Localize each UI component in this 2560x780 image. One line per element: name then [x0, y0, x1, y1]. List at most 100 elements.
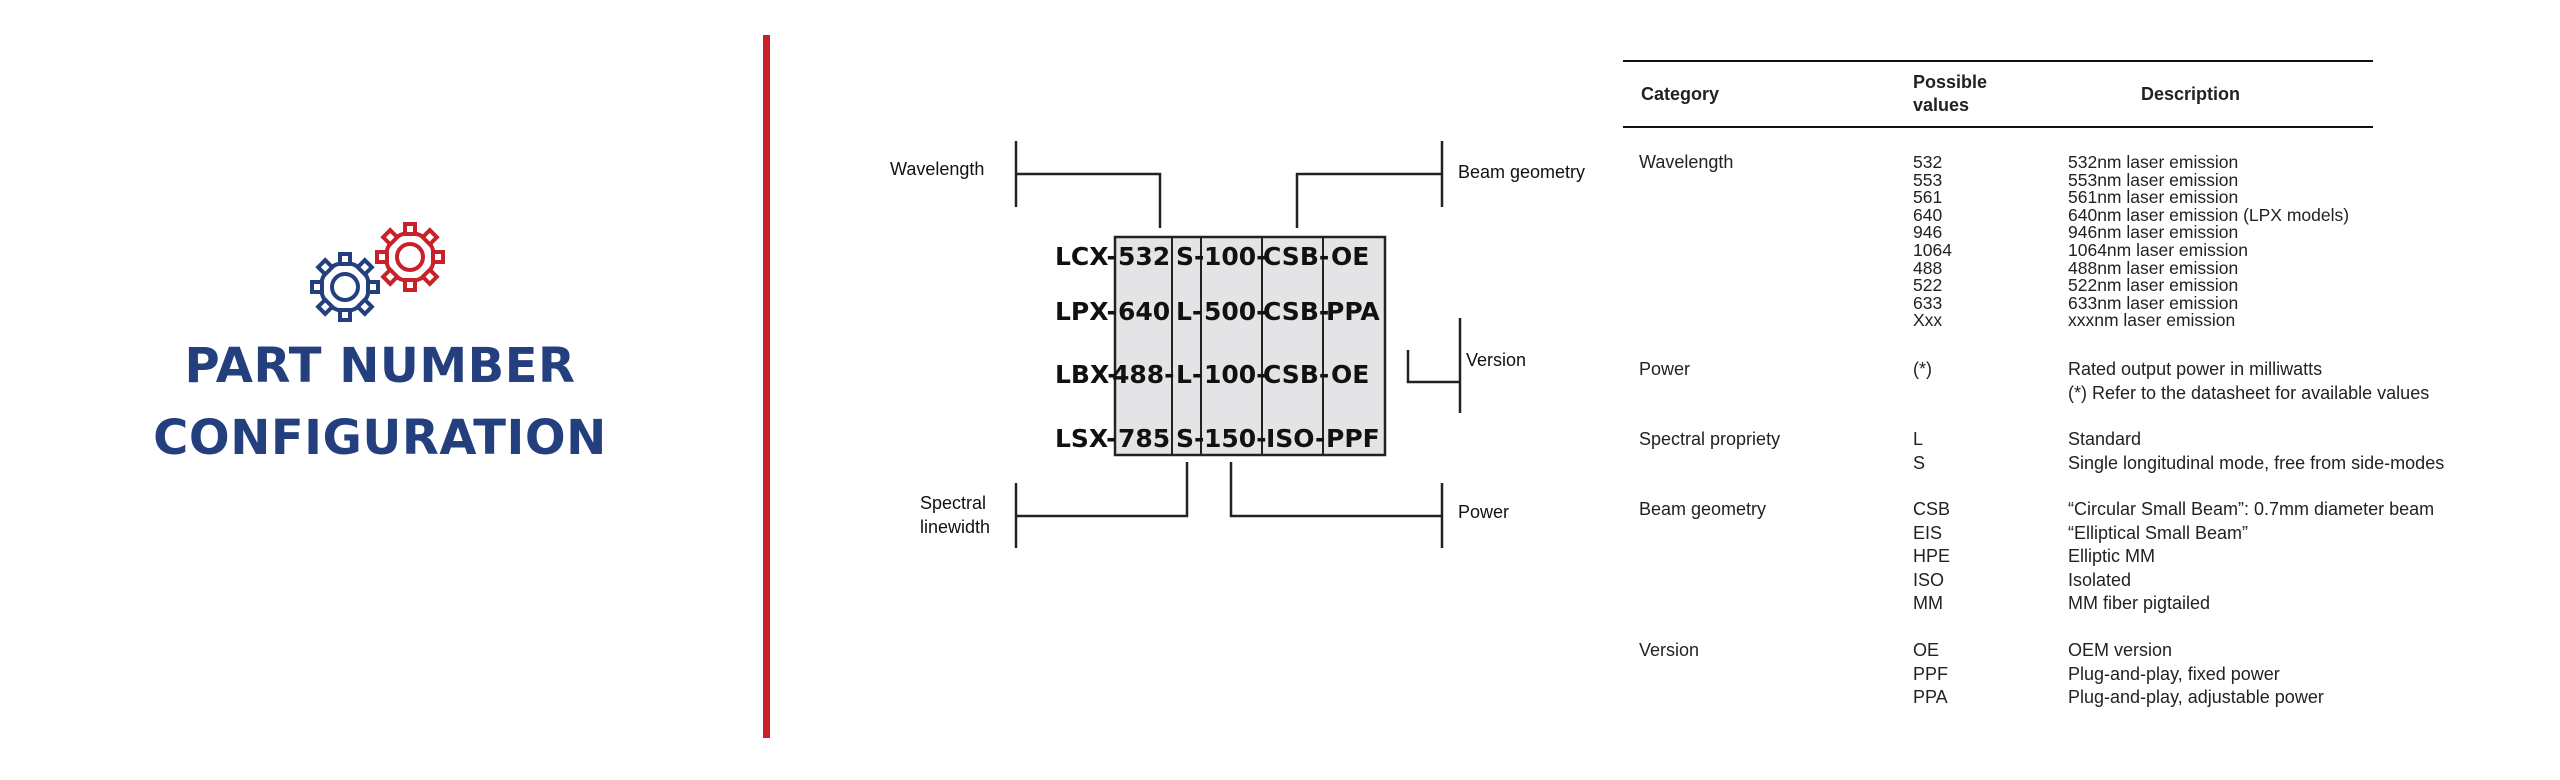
group-descriptions: Rated output power in milliwatts (*) Ref…	[2068, 357, 2429, 405]
description-cell: 640nm laser emission (LPX models)	[2068, 204, 2350, 225]
group-values: L S	[1913, 427, 1925, 475]
value-cell: (*)	[1913, 359, 1932, 379]
group-descriptions: “Circular Small Beam”: 0.7mm diameter be…	[2068, 498, 2434, 616]
description-cell: 946nm laser emission	[2068, 222, 2239, 243]
description-cell: 488nm laser emission	[2068, 257, 2239, 278]
value-cell: Xxx	[1913, 310, 1943, 331]
header-category: Category	[1641, 84, 1720, 104]
value-cell: 946	[1913, 222, 1943, 243]
description-cell: Isolated	[2068, 569, 2132, 590]
group-category: Wavelength	[1639, 152, 1734, 172]
code-beam: CSB-	[1263, 360, 1329, 389]
code-beam: CSB-	[1263, 297, 1329, 326]
description-cell: MM fiber pigtailed	[2068, 593, 2211, 613]
group-descriptions: 532nm laser emission 553nm laser emissio…	[2068, 152, 2350, 331]
header-possible-line2: values	[1913, 95, 1970, 115]
label-power: Power	[1458, 502, 1509, 522]
description-cell: Standard	[2068, 429, 2142, 449]
group-category: Beam geometry	[1639, 499, 1767, 519]
code-row-4: LSX- 785 S- 150- ISO- PPF	[1055, 424, 1380, 453]
group-descriptions: Standard Single longitudinal mode, free …	[2068, 427, 2444, 475]
code-version: OE	[1331, 242, 1369, 271]
description-cell: Rated output power in milliwatts	[2068, 359, 2323, 379]
value-cell: 561	[1913, 187, 1943, 208]
code-beam: CSB-	[1263, 242, 1329, 271]
code-power: 100-	[1204, 242, 1267, 271]
title-line-2: CONFIGURATION	[153, 410, 607, 466]
value-cell: 633	[1913, 292, 1943, 313]
code-row-1: LCX- 532 S- 100- CSB- OE	[1055, 242, 1369, 271]
header-possible-line1: Possible	[1913, 72, 1988, 92]
description-cell: 532nm laser emission	[2068, 152, 2239, 172]
value-cell: EIS	[1913, 522, 1943, 543]
description-cell: “Elliptical Small Beam”	[2068, 522, 2249, 543]
code-row-3: LBX- 488- L- 100- CSB- OE	[1055, 360, 1369, 389]
value-cell: 532	[1913, 152, 1943, 172]
code-version: OE	[1331, 360, 1369, 389]
code-prefix: LCX-	[1055, 242, 1117, 271]
value-cell: OE	[1913, 640, 1940, 660]
code-wavelength: 488-	[1112, 360, 1175, 389]
description-cell: Elliptic MM	[2068, 546, 2156, 566]
value-cell: MM	[1913, 593, 1943, 613]
description-cell: Plug-and-play, fixed power	[2068, 663, 2280, 684]
description-cell: 1064nm laser emission	[2068, 239, 2248, 260]
value-cell: 522	[1913, 275, 1943, 296]
description-cell: OEM version	[2068, 640, 2173, 660]
description-cell: xxxnm laser emission	[2068, 310, 2236, 331]
code-prefix: LSX-	[1055, 424, 1117, 453]
description-cell: 633nm laser emission	[2068, 292, 2239, 313]
label-wavelength: Wavelength	[890, 159, 984, 179]
code-grid	[1113, 235, 1387, 457]
description-cell: 561nm laser emission	[2068, 187, 2239, 208]
description-cell: Single longitudinal mode, free from side…	[2068, 453, 2445, 473]
code-prefix: LBX-	[1055, 360, 1118, 389]
code-wavelength: 785	[1118, 424, 1170, 453]
code-power: 100-	[1204, 360, 1267, 389]
group-descriptions: OEM version Plug-and-play, fixed power P…	[2068, 639, 2324, 710]
description-cell: Plug-and-play, adjustable power	[2068, 687, 2324, 707]
header-description: Description	[2141, 84, 2241, 104]
code-power: 150-	[1204, 424, 1267, 453]
value-cell: L	[1913, 429, 1924, 449]
group-values: OE PPF PPA	[1913, 639, 1948, 710]
value-cell: 1064	[1913, 239, 1952, 260]
table-header: Category Possible values Description	[1623, 60, 2373, 128]
value-cell: S	[1913, 453, 1926, 473]
label-beam-geometry: Beam geometry	[1458, 162, 1585, 182]
code-version: PPA	[1326, 297, 1380, 326]
code-row-2: LPX- 640 L- 500- CSB- PPA	[1055, 297, 1380, 326]
description-cell: “Circular Small Beam”: 0.7mm diameter be…	[2068, 499, 2435, 519]
code-spectral: L-	[1176, 360, 1202, 389]
code-beam: ISO-	[1266, 424, 1325, 453]
code-spectral: L-	[1176, 297, 1202, 326]
value-cell: 488	[1913, 257, 1943, 278]
code-wavelength: 532	[1118, 242, 1170, 271]
part-number-diagram: Wavelength Beam geometry Version Spectra…	[880, 130, 1600, 585]
group-category: Power	[1639, 359, 1691, 379]
value-cell: 553	[1913, 169, 1943, 190]
code-spectral: S-	[1176, 424, 1204, 453]
value-cell: PPA	[1913, 687, 1948, 707]
description-cell: 553nm laser emission	[2068, 169, 2239, 190]
group-values: (*)	[1913, 357, 1932, 381]
label-spectral-line2: linewidth	[920, 517, 990, 537]
vertical-divider	[763, 35, 770, 738]
value-cell: CSB	[1913, 499, 1951, 519]
code-spectral: S-	[1176, 242, 1204, 271]
value-cell: PPF	[1913, 663, 1949, 684]
value-cell: HPE	[1913, 546, 1951, 566]
page-title: PART NUMBER CONFIGURATION	[120, 330, 640, 474]
group-values: 532 553 561 640 946 1064 488 522 633 Xxx	[1913, 152, 1952, 331]
description-cell: 522nm laser emission	[2068, 275, 2239, 296]
group-category: Version	[1639, 640, 1700, 660]
value-cell: 640	[1913, 204, 1943, 225]
label-spectral-line1: Spectral	[920, 493, 986, 513]
code-prefix: LPX-	[1055, 297, 1117, 326]
value-cell: ISO	[1913, 569, 1945, 590]
code-wavelength: 640	[1118, 297, 1170, 326]
title-line-1: PART NUMBER	[184, 338, 576, 394]
group-category: Spectral propriety	[1639, 429, 1781, 449]
description-cell: (*) Refer to the datasheet for available…	[2068, 383, 2430, 403]
gears-icon	[300, 212, 460, 337]
